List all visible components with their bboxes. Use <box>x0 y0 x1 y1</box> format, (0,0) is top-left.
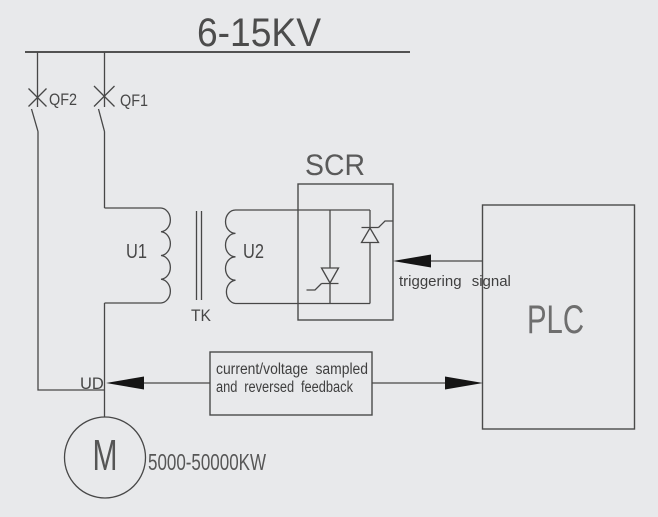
scr-title: SCR <box>305 149 365 182</box>
scr-box <box>297 183 394 321</box>
motor-circle-icon <box>63 416 147 499</box>
secondary-winding-label: U2 <box>243 241 264 263</box>
plc-block: PLC <box>481 204 636 430</box>
feedback-arrowhead-left-icon <box>106 376 144 390</box>
motor: M 5000-50000KW <box>63 416 266 499</box>
trigger-signal-label: triggering signal <box>399 273 511 290</box>
scr-block: SCR <box>297 149 394 321</box>
thyristor-right-gate <box>378 220 393 228</box>
breaker-qf2: QF2 <box>28 52 105 391</box>
thyristor-left-gate <box>306 283 322 291</box>
ud-node-label: UD <box>80 375 104 393</box>
transformer-tk: U1 U2 TK <box>104 207 264 325</box>
qf1-label: QF1 <box>120 91 148 110</box>
primary-winding-label: U1 <box>126 241 147 263</box>
feedback-text-line2: and reversed feedback <box>216 379 353 396</box>
transformer-name-label: TK <box>191 306 212 325</box>
trigger-signal-path: triggering signal <box>393 254 511 290</box>
plc-title: PLC <box>527 298 584 342</box>
transformer-core <box>195 211 203 300</box>
feedback-text-line1: current/voltage sampled <box>216 361 368 378</box>
secondary-winding-coil <box>224 209 236 305</box>
qf1-breaker-x-icon <box>93 85 115 107</box>
trigger-arrowhead-left-icon <box>393 254 431 268</box>
bus-voltage-label: 6-15KV <box>197 11 321 55</box>
feedback-arrowhead-right-icon <box>445 376 483 390</box>
qf2-blade <box>30 108 39 132</box>
motor-symbol: M <box>93 431 118 480</box>
scr-input-wires <box>235 209 370 305</box>
thyristor-left-icon <box>306 210 340 304</box>
feedback-path: UD current/voltage sampled and reversed … <box>80 351 483 416</box>
qf2-label: QF2 <box>49 90 77 109</box>
motor-rating-label: 5000-50000KW <box>148 449 266 475</box>
qf1-blade <box>97 108 106 132</box>
breaker-qf1: QF1 <box>93 52 148 208</box>
qf2-lower-wire <box>37 131 105 391</box>
thyristor-right-icon <box>360 210 393 304</box>
primary-winding-coil <box>160 207 171 304</box>
plc-box <box>481 204 636 430</box>
qf2-breaker-x-icon <box>28 88 47 107</box>
